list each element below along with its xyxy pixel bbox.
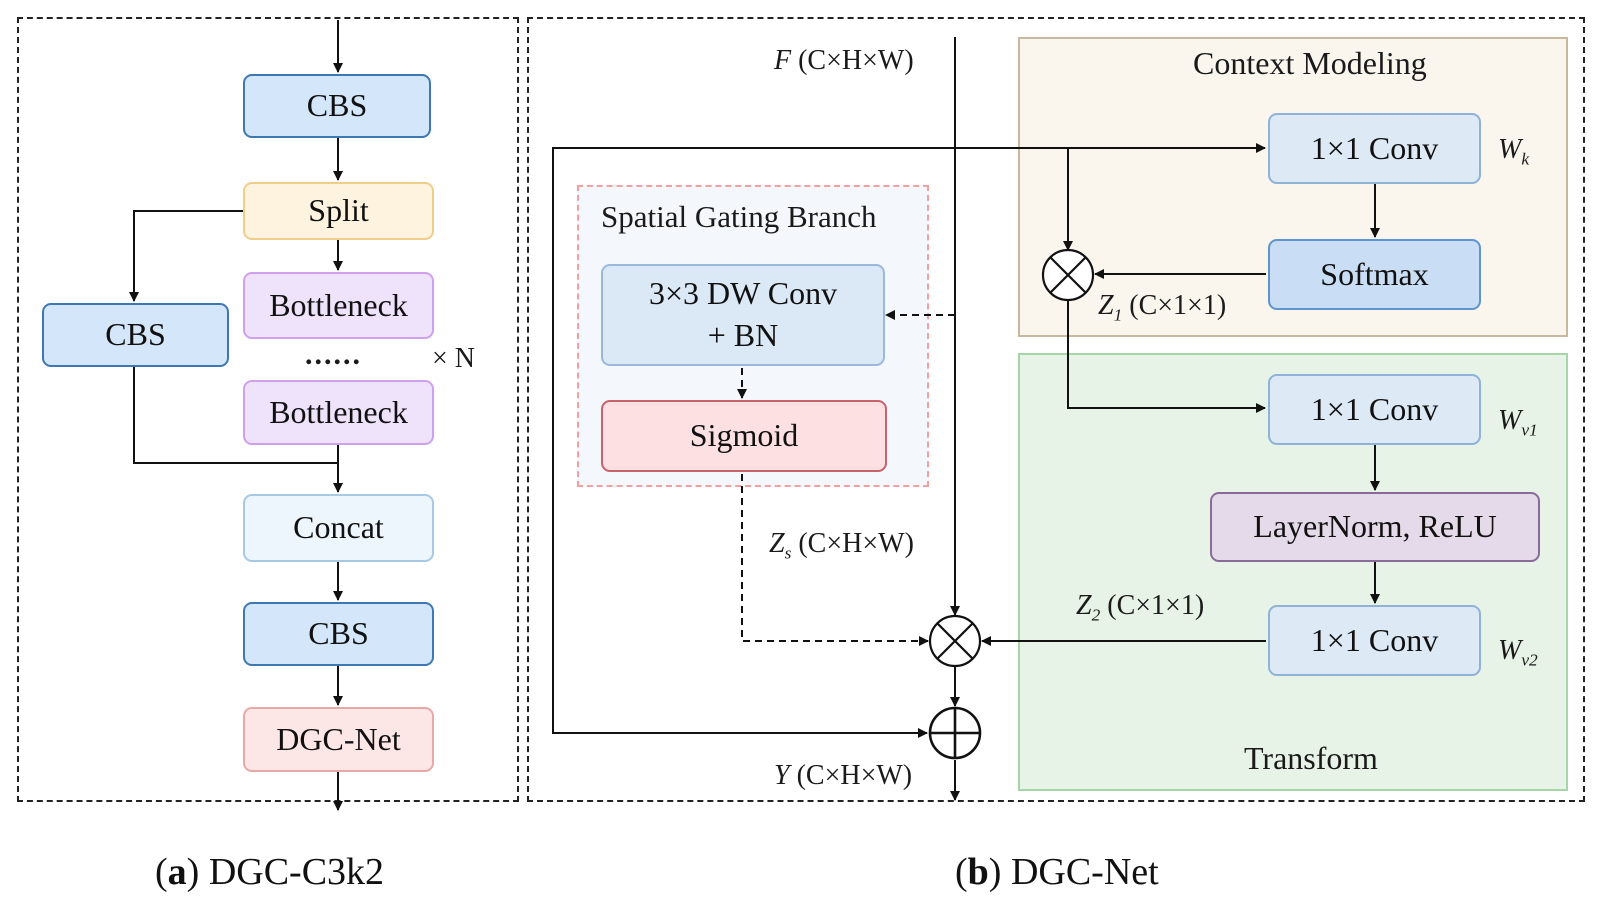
conv-wv1-label: 1×1 Conv xyxy=(1310,390,1439,427)
cbs-top-block: CBS xyxy=(243,74,431,138)
cbs-side-block: CBS xyxy=(42,303,229,367)
zs-label: Zs (C×H×W) xyxy=(769,528,914,564)
caption-b-text: DGC-Net xyxy=(1001,851,1159,893)
dw-conv-label-line2: + BN xyxy=(707,317,779,353)
weight-wv2-label: Wv2 xyxy=(1498,635,1538,671)
split-label: Split xyxy=(308,192,369,229)
input-f-var: F xyxy=(774,45,792,76)
conv-wk-label: 1×1 Conv xyxy=(1310,129,1439,166)
weight-wk-sub: k xyxy=(1521,149,1530,169)
cbs-side-label: CBS xyxy=(105,316,166,353)
dw-conv-bn-block: 3×3 DW Conv + BN xyxy=(601,264,885,366)
multiply-operator-main xyxy=(928,614,982,668)
layernorm-relu-block: LayerNorm, ReLU xyxy=(1210,492,1540,562)
weight-wv1-var: W xyxy=(1498,405,1522,436)
input-f-shape: (C×H×W) xyxy=(791,45,914,76)
panel-a-frame xyxy=(17,17,519,802)
z1-var: Z xyxy=(1098,290,1114,321)
cbs-bottom-block: CBS xyxy=(243,602,434,666)
ellipsis-dots: ...... xyxy=(305,338,362,371)
bottleneck-block-1: Bottleneck xyxy=(243,272,434,339)
cbs-bottom-label: CBS xyxy=(308,615,369,652)
caption-a: (a) DGC-C3k2 xyxy=(155,851,385,893)
bottleneck-block-2: Bottleneck xyxy=(243,380,434,445)
output-y-shape: (C×H×W) xyxy=(789,760,913,791)
dgc-net-block: DGC-Net xyxy=(243,707,434,772)
z2-shape: (C×1×1) xyxy=(1100,590,1205,621)
zs-var: Z xyxy=(769,528,785,559)
softmax-block: Softmax xyxy=(1268,239,1481,310)
zs-shape: (C×H×W) xyxy=(791,528,914,559)
split-block: Split xyxy=(243,182,434,240)
concat-label: Concat xyxy=(293,509,384,546)
layernorm-relu-label: LayerNorm, ReLU xyxy=(1253,508,1497,545)
caption-a-letter: a xyxy=(167,851,187,893)
add-operator xyxy=(928,706,982,760)
softmax-label: Softmax xyxy=(1320,255,1429,292)
z1-sub: 1 xyxy=(1113,305,1123,325)
dgc-net-label: DGC-Net xyxy=(276,720,401,757)
concat-block: Concat xyxy=(243,494,434,562)
bottleneck-1-label: Bottleneck xyxy=(269,286,408,323)
zs-sub: s xyxy=(784,543,792,563)
conv-wv1-block: 1×1 Conv xyxy=(1268,374,1481,445)
panel-b-frame xyxy=(527,17,1585,802)
weight-wv1-sub: v1 xyxy=(1521,420,1538,440)
context-modeling-title: Context Modeling xyxy=(1193,45,1427,81)
dw-conv-label-line1: 3×3 DW Conv xyxy=(648,275,838,312)
weight-wv1-label: Wv1 xyxy=(1498,405,1538,441)
z2-label: Z2 (C×1×1) xyxy=(1076,590,1204,626)
bottleneck-2-label: Bottleneck xyxy=(269,393,408,430)
cbs-top-label: CBS xyxy=(306,87,368,124)
input-f-label: F (C×H×W) xyxy=(774,45,914,77)
output-y-label: Y (C×H×W) xyxy=(774,760,912,792)
weight-wv2-var: W xyxy=(1498,635,1522,666)
conv-wk-block: 1×1 Conv xyxy=(1268,113,1481,184)
sigmoid-block: Sigmoid xyxy=(601,400,887,472)
multiply-operator-z1 xyxy=(1041,248,1095,302)
sigmoid-label: Sigmoid xyxy=(689,417,799,454)
spatial-gating-title: Spatial Gating Branch xyxy=(601,199,877,234)
repeat-n-label: × N xyxy=(432,343,476,374)
caption-b: (b) DGC-Net xyxy=(955,851,1159,893)
output-y-var: Y xyxy=(774,760,790,791)
caption-a-text: DGC-C3k2 xyxy=(199,851,385,893)
transform-title: Transform xyxy=(1244,740,1378,776)
z1-label: Z1 (C×1×1) xyxy=(1098,290,1226,326)
z1-shape: (C×1×1) xyxy=(1122,290,1227,321)
caption-b-letter: b xyxy=(967,851,989,893)
conv-wv2-label: 1×1 Conv xyxy=(1310,621,1439,658)
z2-sub: 2 xyxy=(1091,605,1101,625)
weight-wv2-sub: v2 xyxy=(1521,650,1538,670)
weight-wk-var: W xyxy=(1498,134,1522,165)
weight-wk-label: Wk xyxy=(1498,134,1529,170)
z2-var: Z xyxy=(1076,590,1092,621)
conv-wv2-block: 1×1 Conv xyxy=(1268,605,1481,676)
